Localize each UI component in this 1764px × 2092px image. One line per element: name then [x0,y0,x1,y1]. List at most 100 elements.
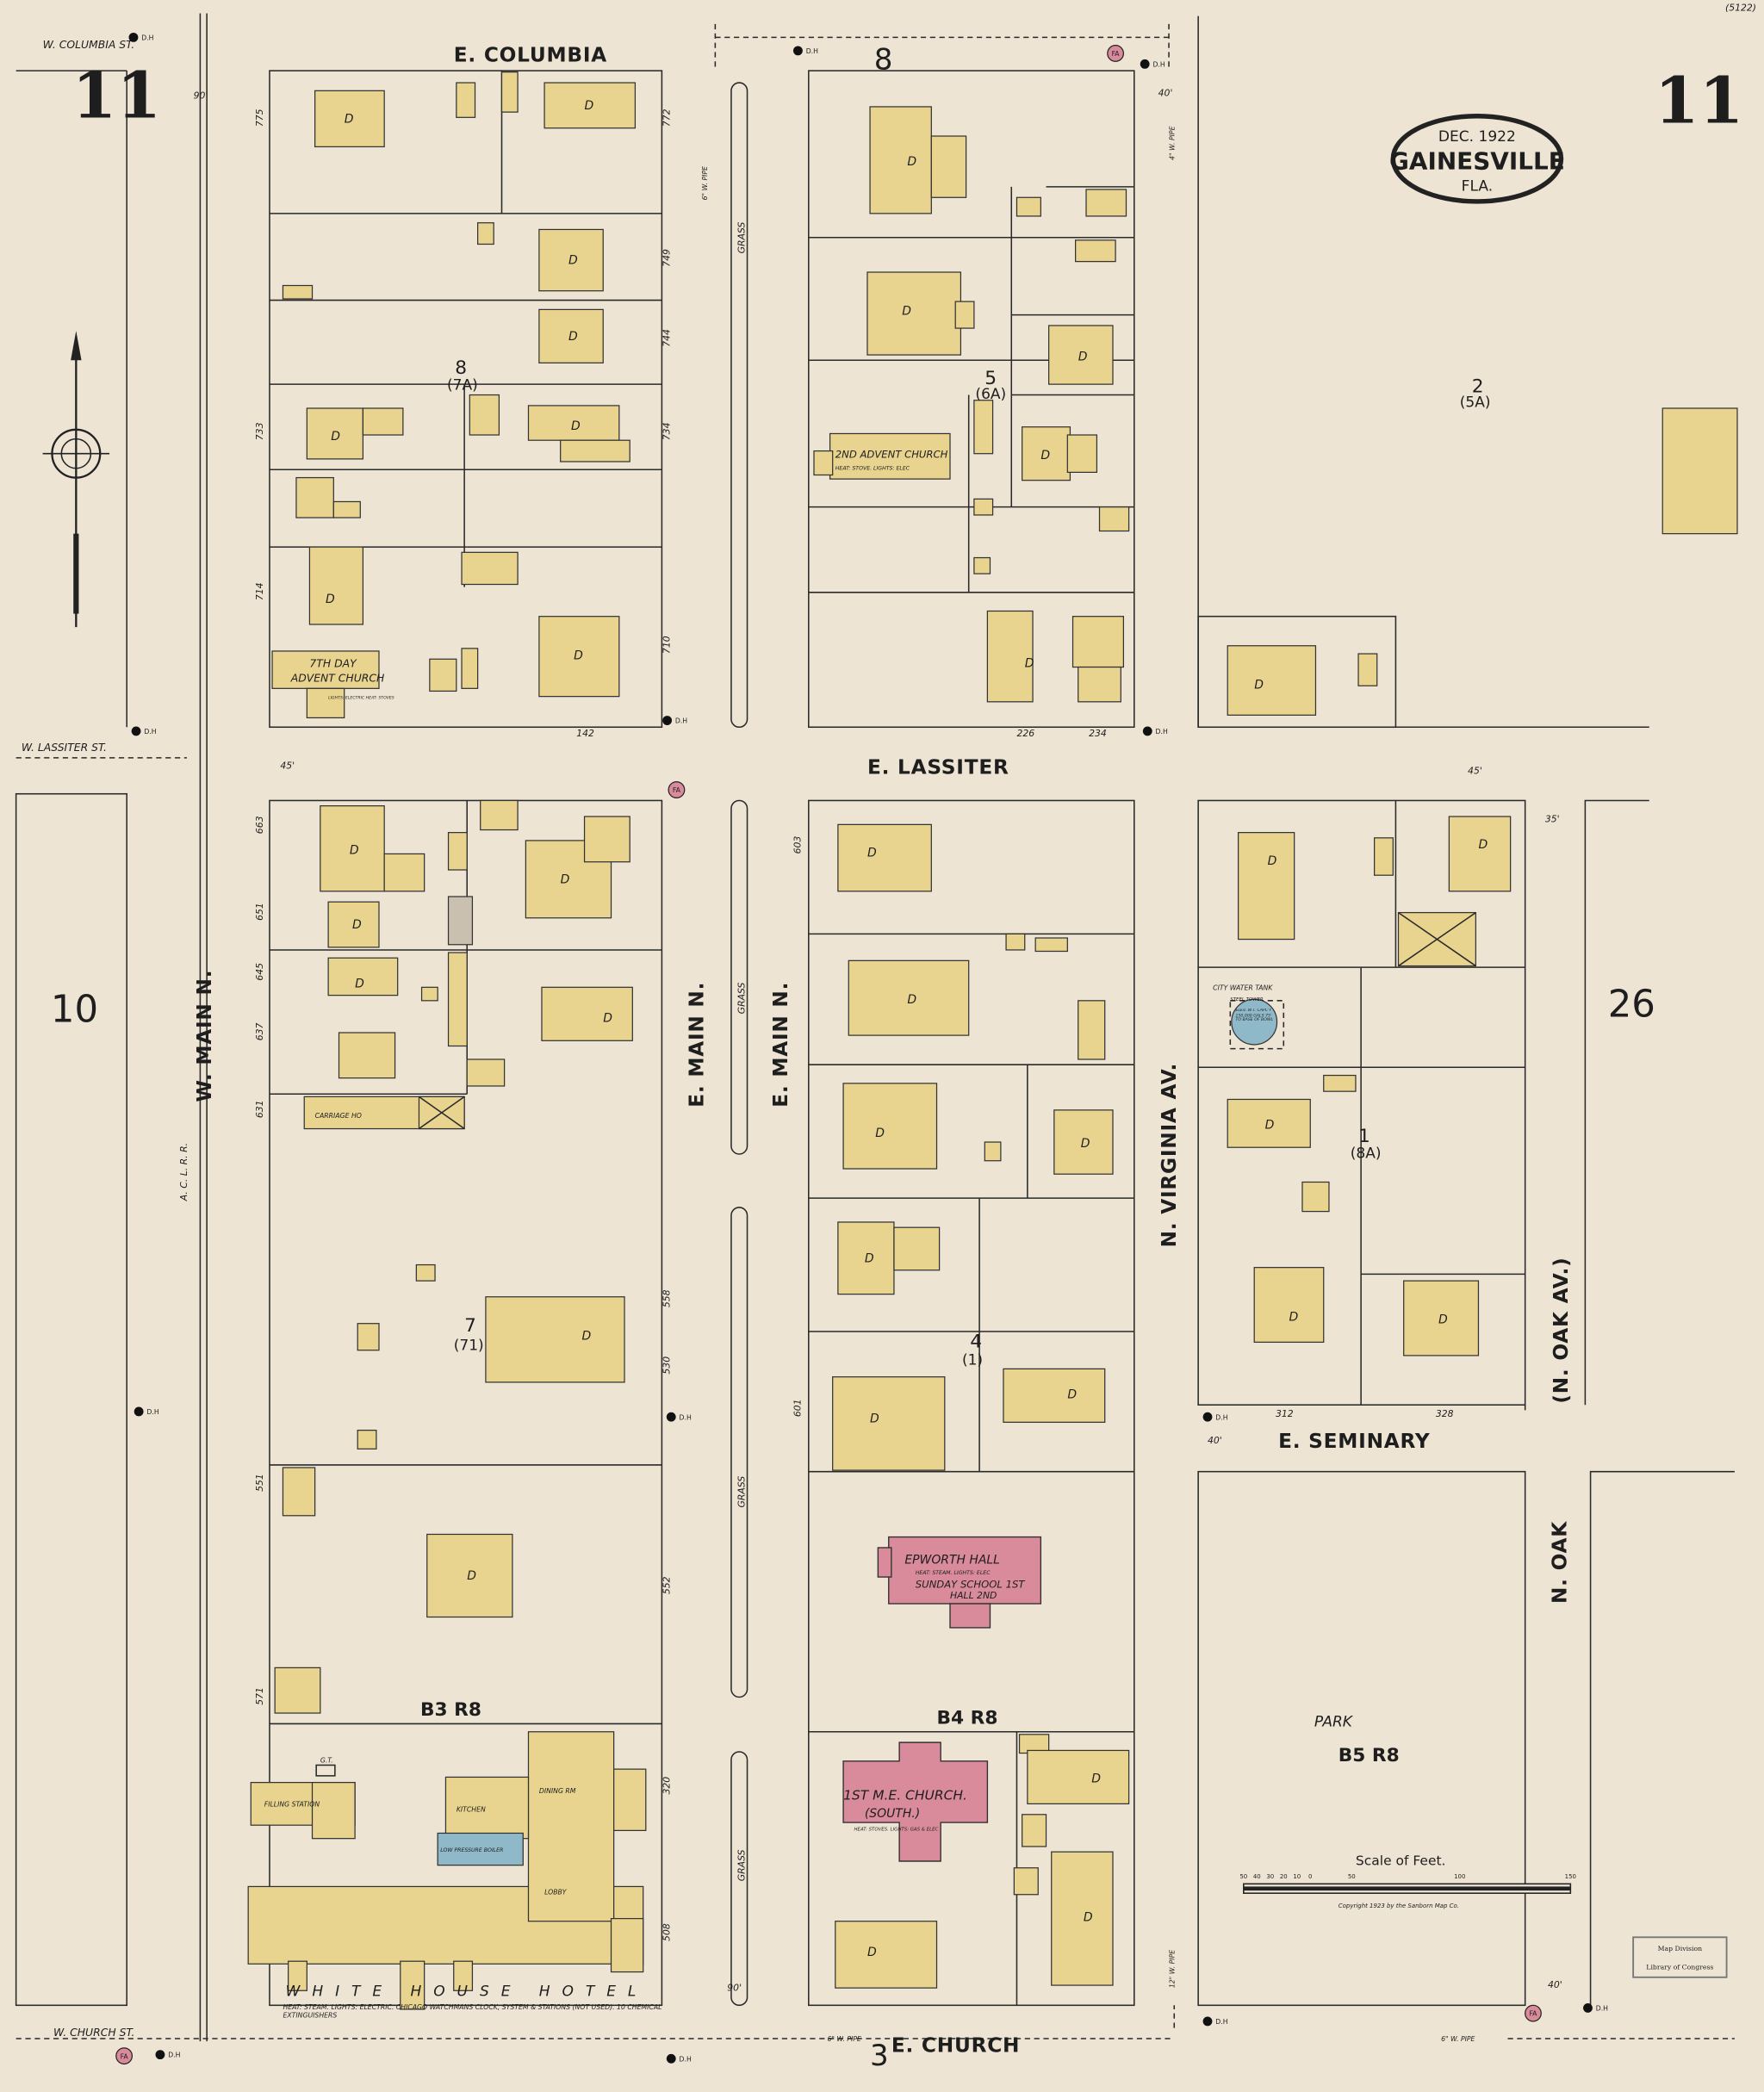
svg-text:D.H: D.H [146,1408,158,1416]
title-city: GAINESVILLE [1389,147,1565,176]
address-number: 733 [254,422,265,440]
width-label: 35' [1545,813,1560,824]
street-n-oak-av: (N. OAK AV.) [1550,1257,1573,1403]
hydrant-icon: D.H [131,726,157,736]
street-w-lassiter: W. LASSITER ST. [22,741,107,754]
svg-text:D.H: D.H [168,2052,180,2059]
svg-text:FA: FA [673,786,681,794]
address-number: 734 [662,422,673,440]
address-number: 651 [254,903,265,921]
kitchen-label: KITCHEN [457,1806,486,1814]
seventh-day-label: 7TH DAY [309,657,357,670]
dwelling-marker: D [574,649,583,662]
title-cartouche: DEC. 1922 GAINESVILLE FLA. [1389,114,1565,204]
water-tank-detail: ELEV. W.T. CAPC'Y 150,000 GALS 75' TO BA… [1235,1009,1274,1022]
scale-tick-label: 150 [1565,1873,1576,1880]
width-label: 90' [727,1982,742,1993]
block-old-number: (71) [454,1338,484,1355]
dwelling-marker: D [1025,657,1034,671]
address-number: 601 [792,1399,804,1417]
adjacent-sheet-bottom: 3 [870,2039,889,2073]
svg-text:D.H: D.H [1215,1413,1227,1421]
second-advent-label: 2ND ADVENT CHURCH [835,448,948,460]
address-number: 772 [662,109,673,127]
hotel-note: HEAT: STEAM. LIGHTS: ELECTRIC. CHICAGO W… [283,2003,662,2021]
gt-label: G.T. [320,1756,333,1764]
dwelling-marker: D [568,330,578,344]
boiler-label: LOW PRESSURE BOILER [440,1847,503,1853]
lobby-label: LOBBY [544,1889,568,1896]
dwelling-marker: D [1254,678,1264,692]
adjacent-sheet-left: 10 [51,989,98,1032]
fire-alarm-box-icon: FA [1107,45,1125,62]
fire-alarm-boxes: FA FA FA FA [115,45,1542,2065]
pipe-label: 6" W. PIPE [1441,2035,1475,2043]
block-b3r8: B3 R8 [420,1699,481,1721]
scale-tick-label: 100 [1454,1873,1465,1880]
street-e-main-n-west: E. MAIN N. [685,982,708,1108]
block-number: 8 [455,357,467,379]
park-label: PARK [1314,1714,1354,1731]
svg-text:D.H: D.H [1596,2005,1608,2013]
svg-text:D.H: D.H [1156,728,1168,736]
width-label: 40' [1158,88,1173,99]
dwelling-marker: D [355,977,364,990]
corner-note: (5122) [1725,2,1756,13]
dwelling-marker: D [326,593,335,606]
dwelling-marker: D [352,918,362,932]
block-old-number: (6A) [975,386,1006,403]
block-old-number: (5A) [1460,394,1491,411]
street-n-oak: N. OAK [1549,1521,1572,1604]
svg-text:D.H: D.H [680,2055,692,2063]
street-w-columbia: W. COLUMBIA ST. [43,38,135,51]
width-label: 90' [194,90,208,102]
pipe-label: 4" W. PIPE [1168,126,1176,159]
svg-text:FA: FA [1529,2010,1537,2018]
block-numbers: 8 (7A) 5 (6A) 2 (5A) 7 (71) 4 (1) 1 (8A)… [420,357,1491,1766]
street-w-main-n: W. MAIN N. [193,970,216,1102]
scale-tick-label: 0 [1308,1873,1312,1880]
svg-text:D.H: D.H [1152,60,1165,68]
block-number: 4 [970,1332,982,1353]
svg-text:D.H: D.H [141,34,153,41]
address-number: 226 [1016,728,1034,739]
dwelling-marker: D [1084,1911,1093,1925]
pipe-label: 12" W. PIPE [1168,1950,1176,1988]
width-label: 40' [1548,1979,1562,1990]
fire-alarm-box-icon: FA [668,781,686,798]
grass-label: GRASS [736,1849,747,1881]
width-label: 45' [1468,765,1482,776]
pipe-label: 6" W. PIPE [827,2035,860,2043]
width-label: 45' [280,760,295,771]
grass-label: GRASS [736,983,747,1015]
hydrant-icon: D.H [1202,2016,1228,2027]
hydrant-icon: D.H [128,32,154,42]
hydrant-icon: D.H [1202,1412,1228,1422]
boiler-room [437,1832,524,1866]
epworth-hall-label: EPWORTH HALL [904,1554,1000,1567]
street-widths: 90' 45' 45' 40' 35' 40' 40' 90' [194,88,1562,1994]
scale-title: Scale of Feet. [1356,1853,1446,1869]
dwelling-marker: D [1265,1119,1275,1133]
fire-alarm-box-icon: FA [115,2047,134,2065]
address-number: 603 [792,836,804,854]
hydrant-icon: D.H [666,2053,692,2064]
address-number: 749 [662,249,673,267]
svg-text:D.H: D.H [1215,2018,1227,2026]
sheet-number-right: 11 [1655,63,1743,139]
dwelling-marker: D [568,254,578,268]
svg-text:D.H: D.H [675,717,687,725]
me-church-sub: (SOUTH.) [865,1807,920,1821]
street-labels: E. COLUMBIA W. COLUMBIA ST. E. LASSITER … [22,38,1573,2058]
pipe-label: 6" W. PIPE [701,166,709,200]
hydrant-icon: D.H [666,1412,692,1422]
hydrant-icon: D.H [792,46,818,56]
dwelling-marker: D [585,99,594,113]
address-number: 234 [1089,728,1107,739]
block-10-edge [15,792,127,2007]
street-w-church: W. CHURCH ST. [53,2026,134,2039]
dwelling-marker: D [907,155,916,169]
address-number: 551 [254,1474,265,1492]
compass-rose-icon [42,331,110,628]
scale-tick-label: 50 [1239,1873,1247,1880]
